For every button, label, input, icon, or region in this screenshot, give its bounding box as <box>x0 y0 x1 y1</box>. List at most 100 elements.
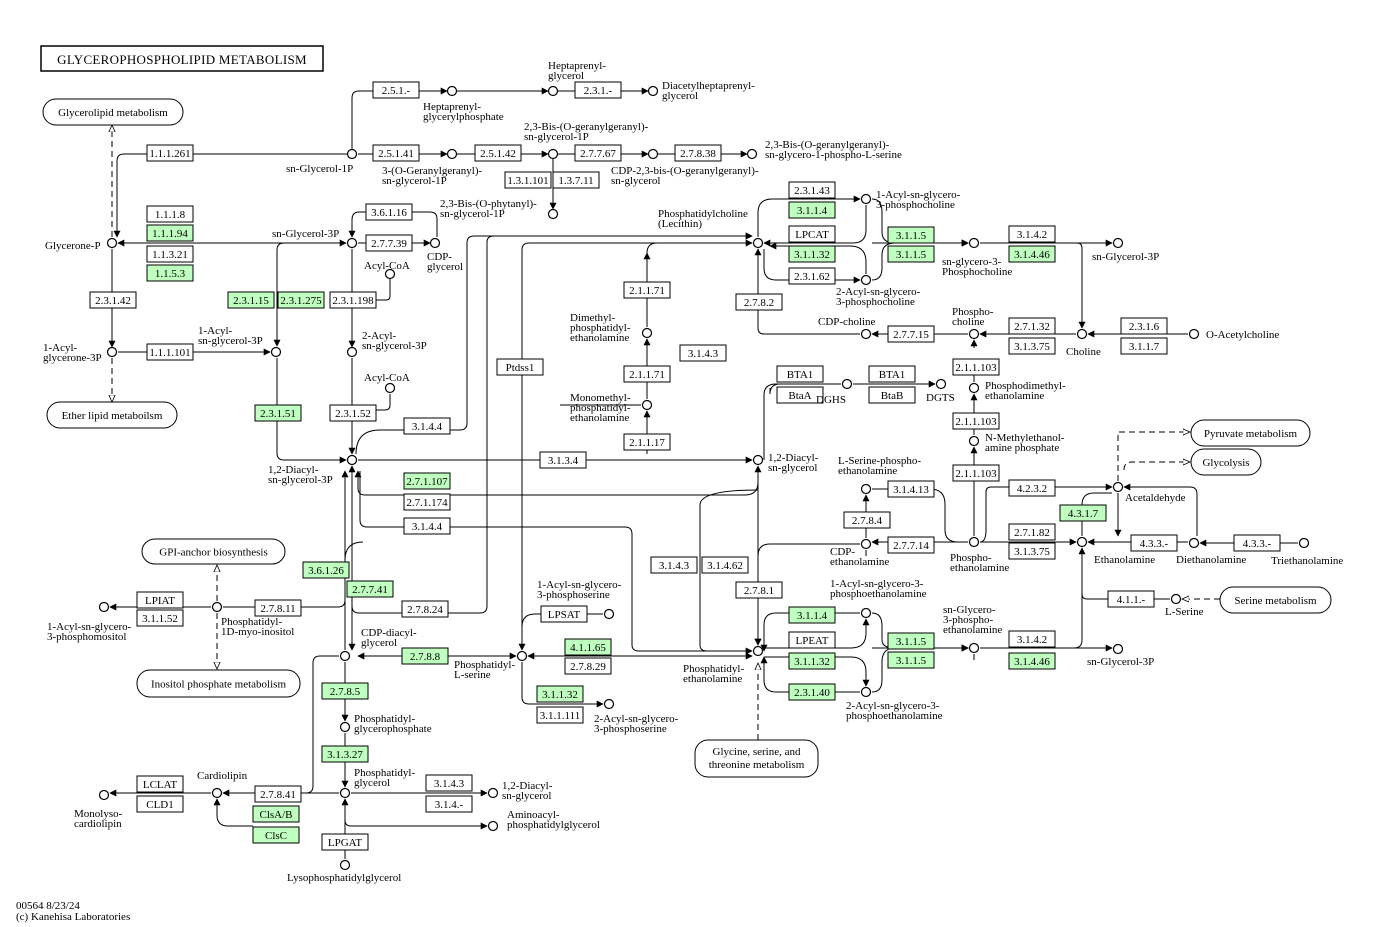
map-link-gpi-anchor-biosynthesis[interactable]: GPI-anchor biosynthesis <box>141 538 286 565</box>
enzyme-2-7-7-14-56[interactable]: 2.7.7.14 <box>887 536 935 554</box>
enzyme-4-3-1-7-58[interactable]: 4.3.1.7 <box>1059 504 1107 522</box>
enzyme-3-1-1-5-72[interactable]: 3.1.1.5 <box>887 651 935 669</box>
compound-node[interactable] <box>339 721 351 733</box>
enzyme-3-1-1-5-36[interactable]: 3.1.1.5 <box>887 226 935 244</box>
enzyme-3-1-4-2-38[interactable]: 3.1.4.2 <box>1008 225 1056 243</box>
compound-node[interactable] <box>752 645 764 657</box>
compound-node[interactable] <box>106 237 118 249</box>
enzyme-1-1-1-8-9[interactable]: 1.1.1.8 <box>146 205 194 223</box>
enzyme-3-1-4-46-39[interactable]: 3.1.4.46 <box>1008 245 1056 263</box>
enzyme-3-1-3-27-88[interactable]: 3.1.3.27 <box>321 745 369 763</box>
compound-node[interactable] <box>968 642 980 654</box>
enzyme-2-3-1-198-18[interactable]: 2.3.1.198 <box>329 291 377 309</box>
compound-node[interactable] <box>384 382 396 394</box>
compound-node[interactable] <box>1188 328 1200 340</box>
compound-node[interactable] <box>968 328 980 340</box>
enzyme-4-1-1-63[interactable]: 4.1.1.- <box>1107 590 1155 608</box>
enzyme-2-3-1-51-20[interactable]: 2.3.1.51 <box>254 404 302 422</box>
compound-node[interactable] <box>487 820 499 832</box>
compound-node[interactable] <box>647 85 659 97</box>
compound-node[interactable] <box>752 454 764 466</box>
compound-node[interactable] <box>860 274 872 286</box>
enzyme-lpeat-68[interactable]: LPEAT <box>788 631 836 649</box>
enzyme-3-1-1-5-37[interactable]: 3.1.1.5 <box>887 245 935 263</box>
map-link-ether-lipid-metaboilsm[interactable]: Ether lipid metaboilsm <box>46 401 178 429</box>
enzyme-3-1-1-5-71[interactable]: 3.1.1.5 <box>887 632 935 650</box>
enzyme-3-1-1-32-34[interactable]: 3.1.1.32 <box>788 245 836 263</box>
enzyme-3-1-3-75-60[interactable]: 3.1.3.75 <box>1008 542 1056 560</box>
map-link-pyruvate-metabolism[interactable]: Pyruvate metabolism <box>1190 419 1311 447</box>
compound-node[interactable] <box>98 601 110 613</box>
enzyme-1-1-1-94-10[interactable]: 1.1.1.94 <box>146 224 194 242</box>
enzyme-2-7-8-5-87[interactable]: 2.7.8.5 <box>321 682 369 700</box>
enzyme-2-1-1-71-28[interactable]: 2.1.1.71 <box>623 281 671 299</box>
enzyme-2-5-1-42-4[interactable]: 2.5.1.42 <box>474 144 522 162</box>
compound-node[interactable] <box>346 148 358 160</box>
enzyme-2-7-7-67-5[interactable]: 2.7.7.67 <box>574 144 622 162</box>
enzyme-2-7-8-2-40[interactable]: 2.7.8.2 <box>735 293 783 311</box>
enzyme-lpcat-33[interactable]: LPCAT <box>788 225 836 243</box>
enzyme-2-3-1-275-17[interactable]: 2.3.1.275 <box>277 291 325 309</box>
enzyme-4-3-3-61[interactable]: 4.3.3.- <box>1130 534 1178 552</box>
enzyme-bta1-49[interactable]: BTA1 <box>868 365 916 383</box>
compound-node[interactable] <box>641 327 653 339</box>
enzyme-clsa-b-92[interactable]: ClsA/B <box>252 805 300 823</box>
enzyme-2-1-1-103-53[interactable]: 2.1.1.103 <box>952 464 1000 482</box>
enzyme-3-1-4-3-41[interactable]: 3.1.4.3 <box>679 344 727 362</box>
enzyme-2-7-7-41-76[interactable]: 2.7.7.41 <box>346 580 394 598</box>
compound-node[interactable] <box>752 237 764 249</box>
enzyme-2-5-1-41-3[interactable]: 2.5.1.41 <box>372 144 420 162</box>
enzyme-2-7-1-82-59[interactable]: 2.7.1.82 <box>1008 523 1056 541</box>
enzyme-2-7-8-24-80[interactable]: 2.7.8.24 <box>401 600 449 618</box>
map-link-glycerolipid-metabolism[interactable]: Glycerolipid metabolism <box>42 98 184 126</box>
enzyme-2-7-1-174-25[interactable]: 2.7.1.174 <box>403 493 451 511</box>
compound-node[interactable] <box>968 536 980 548</box>
enzyme-btab-50[interactable]: BtaB <box>868 386 916 404</box>
enzyme-3-1-1-4-32[interactable]: 3.1.1.4 <box>788 201 836 219</box>
enzyme-2-7-7-15-42[interactable]: 2.7.7.15 <box>887 325 935 343</box>
enzyme-2-1-1-71-29[interactable]: 2.1.1.71 <box>623 365 671 383</box>
compound-node[interactable] <box>935 378 947 390</box>
enzyme-1-1-1-101-19[interactable]: 1.1.1.101 <box>146 343 194 361</box>
enzyme-3-1-1-111-86[interactable]: 3.1.1.111 <box>536 706 584 724</box>
enzyme-2-7-8-8-81[interactable]: 2.7.8.8 <box>401 647 449 665</box>
enzyme-2-7-8-4-55[interactable]: 2.7.8.4 <box>843 511 891 529</box>
enzyme-3-1-3-4-23[interactable]: 3.1.3.4 <box>539 451 587 469</box>
enzyme-3-6-1-26-75[interactable]: 3.6.1.26 <box>302 561 350 579</box>
enzyme-1-1-1-261-2[interactable]: 1.1.1.261 <box>146 144 194 162</box>
compound-node[interactable] <box>98 789 110 801</box>
enzyme-3-1-3-75-44[interactable]: 3.1.3.75 <box>1008 337 1056 355</box>
compound-node[interactable] <box>270 346 282 358</box>
compound-node[interactable] <box>968 237 980 249</box>
enzyme-1-3-7-11-8[interactable]: 1.3.7.11 <box>552 171 600 189</box>
enzyme-3-1-1-4-67[interactable]: 3.1.1.4 <box>788 606 836 624</box>
compound-node[interactable] <box>968 435 980 447</box>
compound-node[interactable] <box>968 382 980 394</box>
compound-node[interactable] <box>547 148 559 160</box>
enzyme-3-6-1-16-13[interactable]: 3.6.1.16 <box>365 203 413 221</box>
compound-node[interactable] <box>860 538 872 550</box>
enzyme-2-3-1-40-70[interactable]: 2.3.1.40 <box>788 683 836 701</box>
enzyme-3-1-4-95[interactable]: 3.1.4.- <box>425 795 473 813</box>
compound-node[interactable] <box>860 607 872 619</box>
compound-node[interactable] <box>346 454 358 466</box>
enzyme-cld1-90[interactable]: CLD1 <box>136 795 184 813</box>
compound-node[interactable] <box>647 148 659 160</box>
compound-node[interactable] <box>603 698 615 710</box>
compound-node[interactable] <box>603 608 615 620</box>
enzyme-3-1-4-3-94[interactable]: 3.1.4.3 <box>425 774 473 792</box>
compound-node[interactable] <box>429 237 441 249</box>
enzyme-1-3-1-101-7[interactable]: 1.3.1.101 <box>504 171 552 189</box>
enzyme-lpsat-82[interactable]: LPSAT <box>540 605 588 623</box>
map-link-glycolysis[interactable]: Glycolysis <box>1190 448 1262 476</box>
enzyme-lclat-89[interactable]: LCLAT <box>136 775 184 793</box>
enzyme-2-7-8-29-84[interactable]: 2.7.8.29 <box>564 657 612 675</box>
enzyme-4-3-3-62[interactable]: 4.3.3.- <box>1233 534 1281 552</box>
enzyme-3-1-4-2-73[interactable]: 3.1.4.2 <box>1008 630 1056 648</box>
compound-node[interactable] <box>446 148 458 160</box>
compound-node[interactable] <box>841 378 853 390</box>
enzyme-3-1-4-62-65[interactable]: 3.1.4.62 <box>701 556 749 574</box>
enzyme-2-7-1-107-24[interactable]: 2.7.1.107 <box>403 472 451 490</box>
compound-node[interactable] <box>339 787 351 799</box>
